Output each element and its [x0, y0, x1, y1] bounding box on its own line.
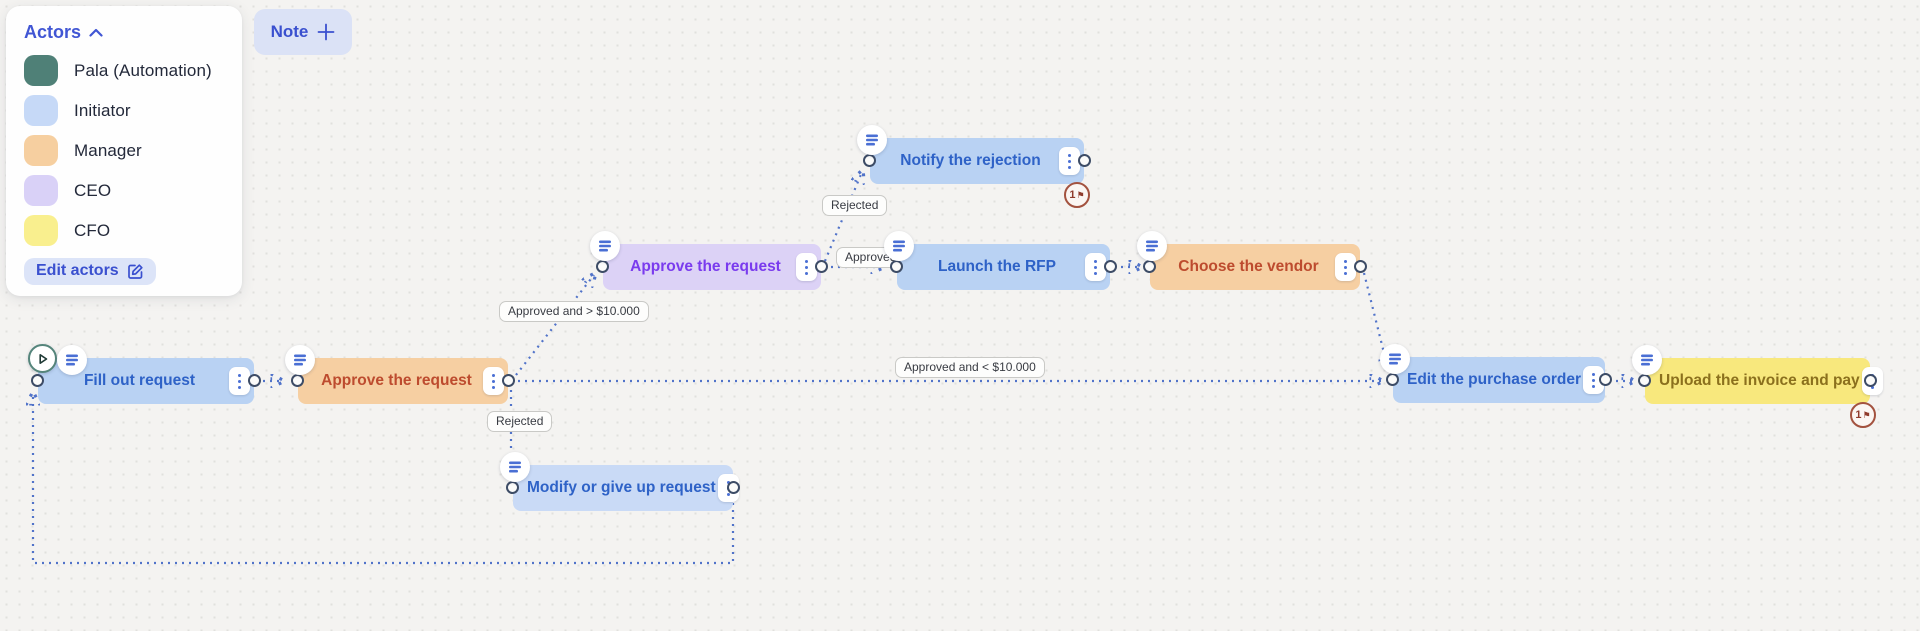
note-icon[interactable] [285, 345, 315, 375]
comment-count-badge[interactable]: 1⚑ [1850, 402, 1876, 428]
input-port[interactable] [31, 374, 44, 387]
note-icon[interactable] [57, 345, 87, 375]
task-node-upload-the-invoice-and-pay[interactable]: Upload the invoice and pay 1⚑ [1632, 345, 1883, 428]
actor-label: CEO [74, 180, 112, 200]
note-icon[interactable] [1632, 345, 1662, 375]
comment-count-badge[interactable]: 1⚑ [1064, 182, 1090, 208]
task-node-notify-the-rejection[interactable]: Notify the rejection 1⚑ [857, 125, 1091, 208]
actor-row-initiator: Initiator [24, 95, 224, 126]
add-note-button[interactable]: Note [254, 9, 352, 55]
output-port[interactable] [815, 260, 828, 273]
output-port[interactable] [727, 481, 740, 494]
task-label: Fill out request [83, 372, 196, 389]
actor-label: Pala (Automation) [74, 60, 212, 80]
actors-panel-title: Actors [24, 22, 82, 42]
task-label: Upload the invoice and pay [1659, 372, 1860, 389]
actor-row-pala: Pala (Automation) [24, 55, 224, 86]
input-port[interactable] [1143, 260, 1156, 273]
actor-color-swatch [24, 215, 58, 246]
task-node-modify-or-give-up-request[interactable]: Modify or give up request [500, 452, 740, 511]
actor-label: Initiator [74, 100, 131, 120]
note-icon[interactable] [500, 452, 530, 482]
input-port[interactable] [1386, 373, 1399, 386]
connector-approve-gt-to-ceo[interactable] [515, 275, 594, 376]
output-port[interactable] [1078, 154, 1091, 167]
task-label: Notify the rejection [900, 152, 1041, 169]
input-port[interactable] [890, 260, 903, 273]
task-label: Approve the request [321, 372, 472, 389]
output-port[interactable] [502, 374, 515, 387]
actor-label: Manager [74, 140, 142, 160]
actor-color-swatch [24, 135, 58, 166]
actor-row-cfo: CFO [24, 215, 224, 246]
actor-row-manager: Manager [24, 135, 224, 166]
task-label: Approve the request [630, 258, 781, 275]
kebab-menu-button[interactable] [229, 367, 250, 395]
comment-count: 1 [1855, 409, 1862, 421]
output-port[interactable] [248, 374, 261, 387]
task-label: Launch the RFP [938, 258, 1056, 275]
task-node-fill-out-request[interactable]: Fill out request [28, 344, 261, 404]
actor-color-swatch [24, 175, 58, 206]
task-node-approve-the-request-manager[interactable]: Approve the request [285, 345, 515, 404]
note-icon[interactable] [884, 231, 914, 261]
kebab-menu-button[interactable] [1085, 253, 1106, 281]
edit-actors-label: Edit actors [36, 262, 119, 279]
comment-count: 1 [1069, 189, 1076, 201]
kebab-menu-button[interactable] [796, 253, 817, 281]
task-node-edit-the-purchase-order[interactable]: Edit the purchase order [1380, 344, 1612, 403]
actors-panel-header[interactable]: Actors [24, 22, 224, 43]
input-port[interactable] [506, 481, 519, 494]
edit-actors-button[interactable]: Edit actors [24, 258, 156, 285]
kebab-menu-button[interactable] [1059, 147, 1080, 175]
actor-row-ceo: CEO [24, 175, 224, 206]
input-port[interactable] [863, 154, 876, 167]
task-label: Choose the vendor [1178, 258, 1319, 275]
note-icon[interactable] [857, 125, 887, 155]
kebab-menu-button[interactable] [1582, 366, 1604, 394]
task-label: Modify or give up request [527, 479, 716, 496]
input-port[interactable] [1638, 374, 1651, 387]
note-icon[interactable] [590, 231, 620, 261]
note-icon[interactable] [1380, 344, 1410, 374]
task-node-choose-the-vendor[interactable]: Choose the vendor [1137, 231, 1367, 290]
input-port[interactable] [291, 374, 304, 387]
connector-vendor-to-edit-po[interactable] [1362, 272, 1388, 369]
output-port[interactable] [1354, 260, 1367, 273]
edge-label-approved-lt[interactable]: Approved and < $10.000 [895, 357, 1045, 378]
task-node-approve-the-request-ceo[interactable]: Approve the request [590, 231, 828, 290]
edge-label-rejected-notify[interactable]: Rejected [822, 195, 888, 216]
kebab-menu-button[interactable] [1335, 253, 1356, 281]
actors-panel: Actors Pala (Automation) Initiator Manag… [6, 6, 242, 296]
note-button-label: Note [270, 22, 309, 41]
task-node-launch-the-rfp[interactable]: Launch the RFP [884, 231, 1117, 290]
edge-label-rejected-modify[interactable]: Rejected [487, 411, 553, 432]
chevron-up-icon [89, 28, 103, 37]
task-label: Edit the purchase order [1407, 371, 1581, 388]
start-play-icon[interactable] [28, 344, 57, 373]
actor-label: CFO [74, 220, 111, 240]
kebab-menu-button[interactable] [483, 367, 504, 395]
output-port[interactable] [1104, 260, 1117, 273]
edge-label-approved-gt[interactable]: Approved and > $10.000 [499, 301, 649, 322]
note-icon[interactable] [1137, 231, 1167, 261]
flag-icon: ⚑ [1076, 189, 1085, 200]
actor-color-swatch [24, 55, 58, 86]
input-port[interactable] [596, 260, 609, 273]
output-port[interactable] [1599, 373, 1612, 386]
flag-icon: ⚑ [1862, 409, 1871, 420]
actor-color-swatch [24, 95, 58, 126]
pencil-edit-icon [127, 263, 143, 279]
plus-icon [317, 23, 335, 41]
output-port[interactable] [1864, 374, 1877, 387]
